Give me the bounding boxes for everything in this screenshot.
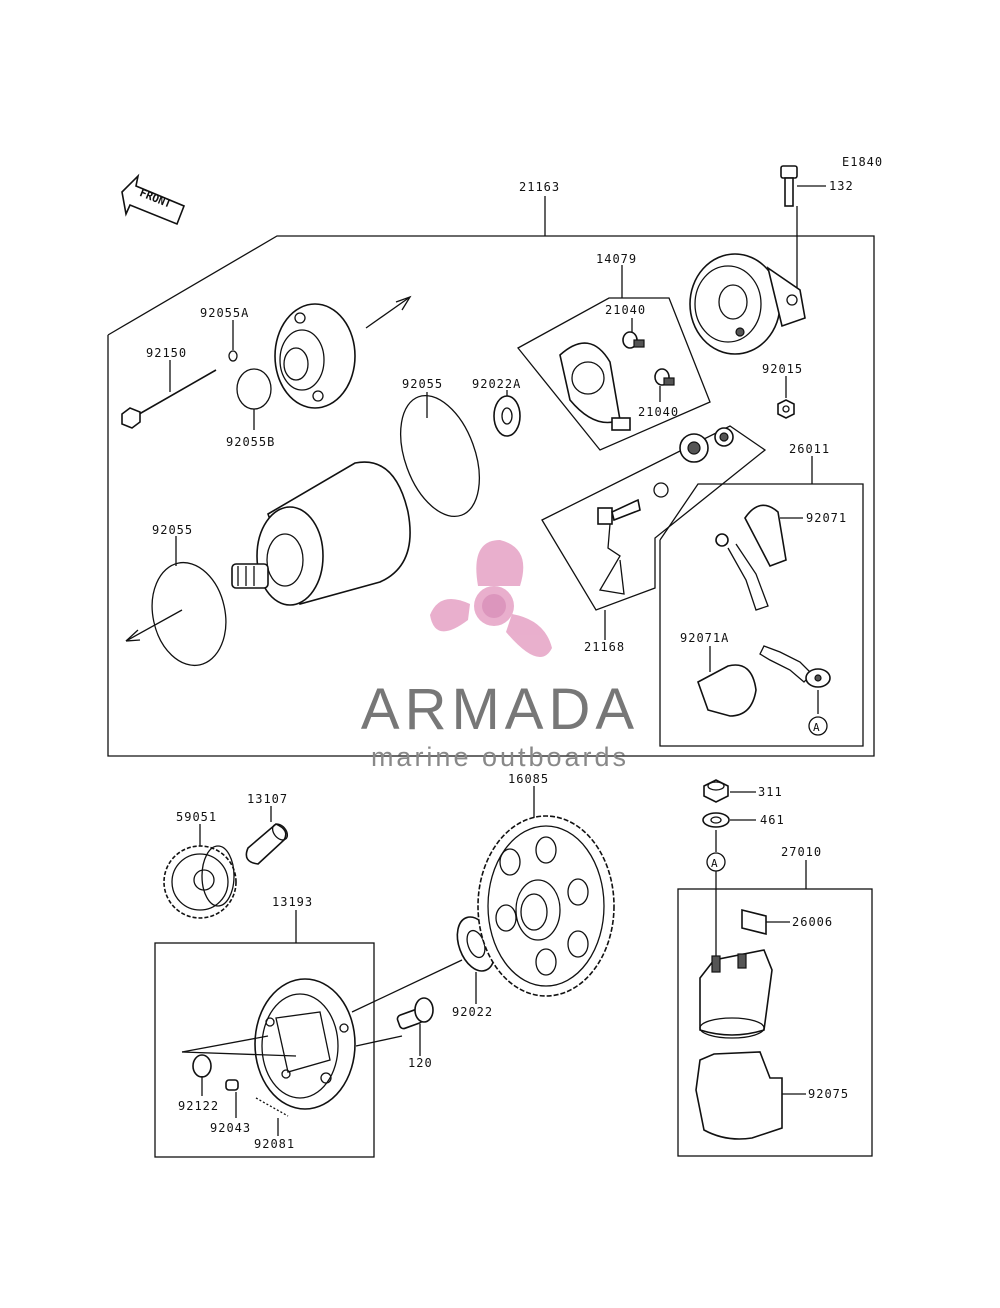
- part-label-59051: 59051: [176, 810, 217, 824]
- part-label-26011: 26011: [789, 442, 830, 456]
- part-label-92015: 92015: [762, 362, 803, 376]
- part-label-311: 311: [758, 785, 783, 799]
- front-cover: [274, 295, 412, 409]
- relay-group: 27010 26006 92075: [677, 845, 873, 1157]
- part-label-21040-a: 21040: [605, 303, 646, 317]
- washer-92022A: 92022A: [472, 377, 521, 437]
- part-label-92081: 92081: [254, 1137, 295, 1151]
- bolt-132: 132: [780, 165, 854, 298]
- brand-logo-icon: [430, 540, 552, 657]
- shaft-13107: 13107: [245, 792, 289, 865]
- nut-311: 311: [703, 779, 783, 803]
- part-label-21040-b: 21040: [638, 405, 679, 419]
- part-label-92022A: 92022A: [472, 377, 521, 391]
- part-label-92122: 92122: [178, 1099, 219, 1113]
- part-label-92055-b: 92055: [152, 523, 193, 537]
- brand-tagline: marine outboards: [370, 742, 630, 772]
- part-label-92022: 92022: [452, 1005, 493, 1019]
- starter-motor-group: 21163: [107, 180, 875, 757]
- part-label-92055B: 92055B: [226, 435, 275, 449]
- part-label-13193: 13193: [272, 895, 313, 909]
- part-label-92150: 92150: [146, 346, 187, 360]
- part-label-14079: 14079: [596, 252, 637, 266]
- motor-yoke: [231, 461, 411, 606]
- nut-92015: 92015: [762, 362, 803, 419]
- front-arrow-icon: FRONT: [121, 173, 186, 226]
- o-ring-92055-a: 92055: [400, 377, 480, 518]
- part-label-92055-a: 92055: [402, 377, 443, 391]
- ref-a-top: A: [813, 721, 820, 734]
- ref-a-bottom: A: [711, 857, 718, 870]
- part-label-13107: 13107: [247, 792, 288, 806]
- o-ring-92055B: 92055B: [226, 368, 275, 449]
- o-ring-92055-b: 92055: [125, 523, 227, 667]
- part-label-26006: 26006: [792, 915, 833, 929]
- gear-59051: 59051: [163, 810, 237, 919]
- o-ring-92055A: 92055A: [200, 306, 249, 362]
- part-label-21163: 21163: [519, 180, 560, 194]
- end-cover: [689, 253, 806, 355]
- part-label-132: 132: [829, 179, 854, 193]
- cable-group: 26011 92071 A 92071A: [659, 442, 864, 747]
- part-label-27010: 27010: [781, 845, 822, 859]
- pin-120: 120: [396, 997, 434, 1070]
- part-label-92071A: 92071A: [680, 631, 729, 645]
- part-label-92043: 92043: [210, 1121, 251, 1135]
- brush-holder-group: 14079 21040 21040: [517, 252, 711, 451]
- part-label-92075: 92075: [808, 1087, 849, 1101]
- brand-name: ARMADA: [360, 677, 640, 742]
- part-label-21168: 21168: [584, 640, 625, 654]
- gear-16085: 16085: [477, 772, 615, 997]
- clutch-group: 13193 92122 92043 92081: [154, 895, 463, 1158]
- diagram-code: E1840: [842, 155, 883, 169]
- part-label-461: 461: [760, 813, 785, 827]
- part-label-92071: 92071: [806, 511, 847, 525]
- part-label-120: 120: [408, 1056, 433, 1070]
- washer-461: 461 A: [702, 812, 785, 962]
- through-bolt-92150: 92150: [121, 346, 217, 429]
- part-label-16085: 16085: [508, 772, 549, 786]
- part-label-92055A: 92055A: [200, 306, 249, 320]
- terminal-group: 21168: [541, 425, 767, 654]
